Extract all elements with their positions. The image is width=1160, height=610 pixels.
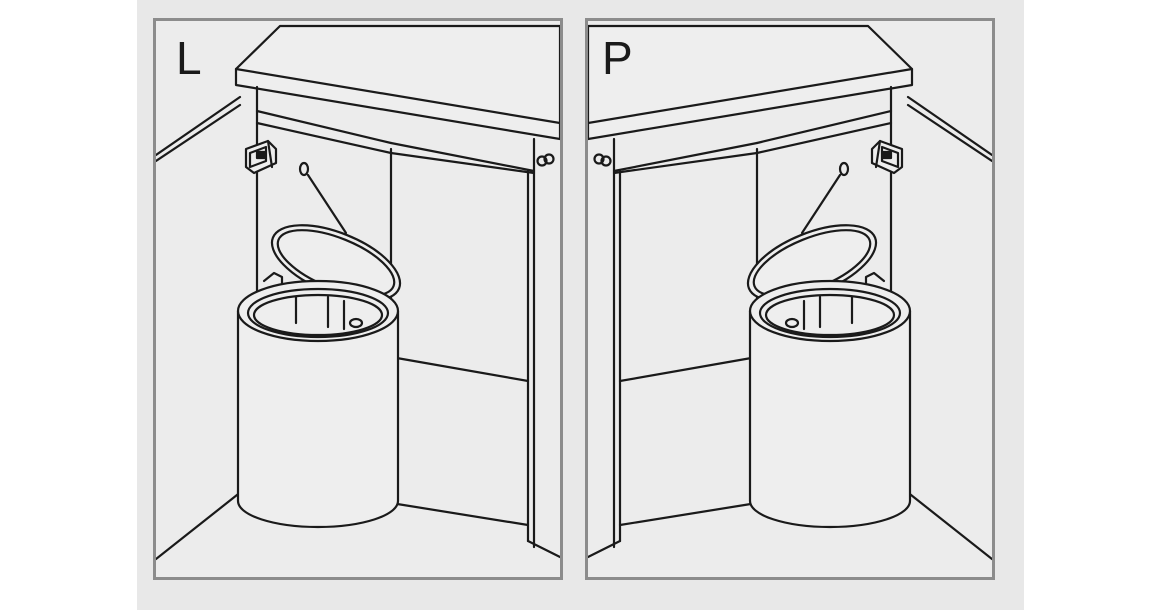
- waste-bin: [748, 279, 912, 529]
- door-edge-lines: [904, 95, 992, 561]
- panel-right-hinge: P: [585, 18, 995, 580]
- countertop: [234, 24, 560, 141]
- illustration-stage: L: [137, 0, 1024, 610]
- cabinet-drawing-right: [588, 24, 992, 561]
- cabinet-drawing-left: [156, 24, 560, 561]
- panel-left-hinge: L: [153, 18, 563, 580]
- screw-holes: [298, 153, 555, 177]
- screw-holes: [593, 153, 850, 177]
- lid-rod: [306, 173, 348, 235]
- countertop: [588, 24, 914, 141]
- lid-rod: [800, 173, 842, 235]
- hinge-icon: [870, 139, 904, 175]
- hinge-side-label: P: [602, 32, 633, 84]
- waste-bin: [236, 279, 400, 529]
- hinge-side-label: L: [176, 32, 202, 84]
- hinge-icon: [244, 139, 278, 175]
- door-edge-lines: [156, 95, 244, 561]
